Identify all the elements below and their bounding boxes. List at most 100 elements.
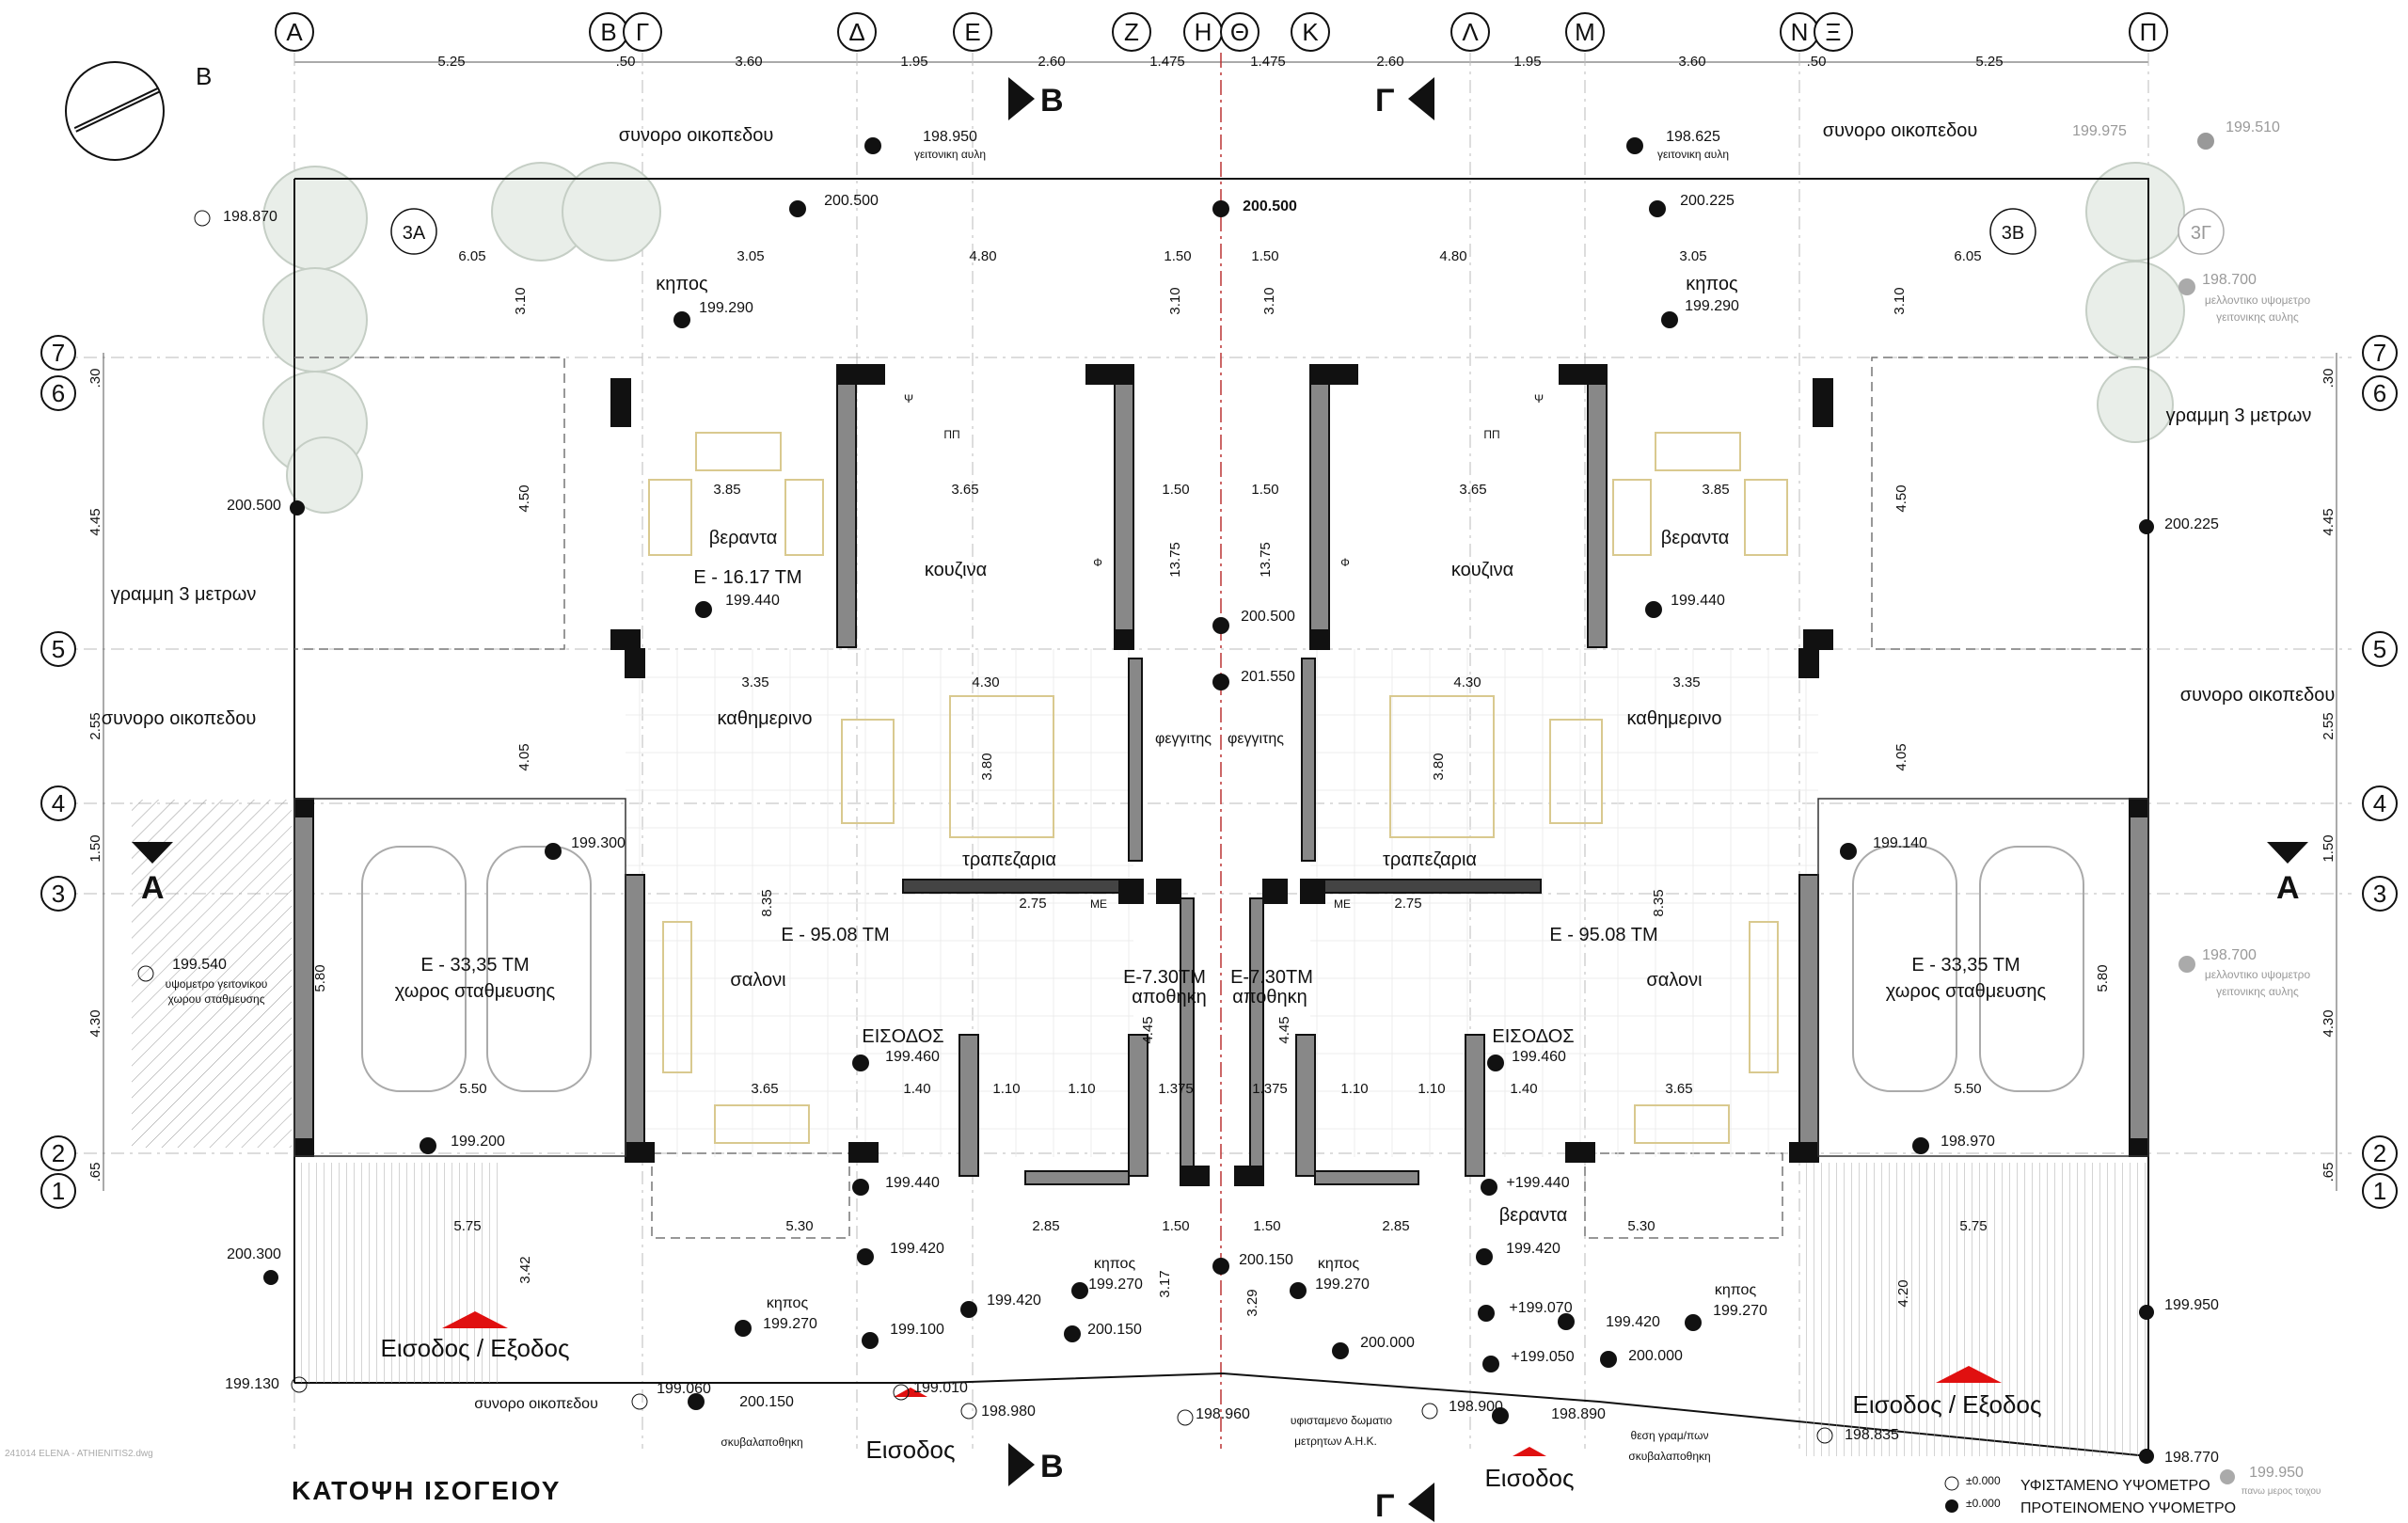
grid-row-label: 5: [2373, 635, 2386, 663]
level-value: 200.150: [739, 1394, 794, 1410]
dim-label: 8.35: [1651, 889, 1667, 916]
entry-exit-label: Εισοδος / Εξοδος: [381, 1334, 570, 1362]
level-value: 199.460: [885, 1049, 940, 1065]
level-value: 199.420: [987, 1293, 1041, 1309]
dim-label: .50: [1807, 54, 1827, 70]
level-marker: 199.420: [1476, 1241, 1560, 1265]
level-note: υψομετρο γειτονικου: [166, 977, 268, 991]
room-living: καθημερινο: [718, 708, 813, 729]
level-marker: 198.970: [1912, 1134, 1995, 1154]
room-garden: κηπος: [1715, 1282, 1757, 1298]
dim-label: 4.20: [1895, 1279, 1911, 1307]
level-marker: 200.000: [1332, 1335, 1415, 1359]
dim-label: 5.50: [459, 1081, 486, 1097]
room-kitchen: κουζινα: [1451, 560, 1513, 580]
level-value: 200.300: [227, 1246, 281, 1262]
dim-label: 13.75: [1167, 542, 1183, 578]
grid-row-label: 6: [2373, 379, 2386, 407]
dim-label: 6.05: [458, 248, 485, 264]
level-value: 199.060: [657, 1381, 711, 1397]
grid-col-bubble: Β: [589, 12, 628, 52]
grid-col-bubble: Ξ: [1814, 12, 1853, 52]
dim-label: 4.05: [516, 743, 532, 770]
dim-label: 2.60: [1038, 54, 1065, 70]
level-marker: 200.300: [227, 1246, 281, 1285]
level-value: 198.700: [2202, 947, 2257, 963]
boundary-label: συνορο οικοπεδου: [474, 1396, 598, 1412]
level-value: 199.300: [571, 835, 626, 851]
level-value: 199.440: [1671, 593, 1725, 609]
dim-label: 2.55: [87, 712, 103, 739]
level-marker: 200.225: [2139, 516, 2219, 534]
level-value: 199.440: [885, 1175, 940, 1191]
dim-label: 3.85: [1702, 482, 1729, 498]
level-marker: 199.510: [2197, 119, 2280, 150]
area-storage: Ε-7.30ΤΜ: [1230, 967, 1313, 988]
area-parking: Ε - 33,35 ΤΜ: [420, 955, 529, 976]
grid-row-bubble: 6: [2362, 375, 2398, 411]
column: [294, 1138, 313, 1157]
room-garden: κηπος: [1686, 274, 1738, 294]
grid-col-label: Β: [600, 18, 616, 46]
level-marker: 200.000: [1600, 1348, 1683, 1368]
level-value: 200.000: [1360, 1335, 1415, 1351]
level-value: 200.150: [1239, 1252, 1293, 1268]
grid-row-bubble: 5: [40, 631, 76, 667]
level-value: 198.870: [223, 209, 277, 225]
level-marker: 199.420: [1558, 1313, 1660, 1330]
level-marker: 200.500: [1212, 198, 1297, 217]
grid-row-bubble: 1: [40, 1173, 76, 1209]
grid-columns: Α Β Γ Δ Ε Ζ Η Θ Κ Λ Μ Ν Ξ Π: [275, 12, 2168, 52]
dim-label: 1.50: [1253, 1218, 1280, 1234]
dim-label: 3.85: [713, 482, 740, 498]
legend: ±0.000 ΥΦΙΣΤΑΜΕΝΟ ΥΨΟΜΕΤΡΟ ±0.000 ΠΡΟΤΕΙ…: [1944, 1474, 2236, 1516]
grid-row-bubble: 3: [2362, 876, 2398, 912]
grid-row-bubble: 2: [2362, 1135, 2398, 1171]
grid-row-label: 2: [52, 1139, 65, 1167]
legend-proposed: ΠΡΟΤΕΙΝΟΜΕΝΟ ΥΨΟΜΕΤΡΟ: [2020, 1500, 2236, 1516]
level-marker: 198.870: [194, 209, 277, 227]
grid-row-label: 2: [2373, 1139, 2386, 1167]
level-value: 199.420: [890, 1241, 944, 1257]
area-parking: Ε - 33,35 ΤΜ: [1911, 955, 2020, 976]
entry-label: Εισοδος: [865, 1436, 955, 1464]
left-floor-tiles: [626, 649, 1133, 1157]
note-bin: σκυβαλαποθηκη: [1628, 1450, 1710, 1463]
room-salon: σαλονι: [1646, 970, 1702, 991]
room-garden: κηπος: [767, 1295, 809, 1311]
dim-label: 1.50: [1251, 482, 1278, 498]
entry-exit-left: Εισοδος / Εξοδος: [381, 1311, 570, 1362]
level-marker: 200.500: [1212, 609, 1295, 634]
level-value: 200.500: [824, 193, 879, 209]
grid-col-bubble: Κ: [1291, 12, 1330, 52]
dim-label: 4.45: [1140, 1016, 1156, 1043]
dim-label: 5.80: [312, 964, 328, 992]
level-marker: 200.150: [1064, 1322, 1142, 1342]
fixture-me: ΜΕ: [1090, 897, 1107, 911]
grid-col-label: Π: [2140, 18, 2158, 46]
dim-label: 3.80: [979, 753, 995, 780]
grid-col-bubble: Ν: [1780, 12, 1819, 52]
level-marker: 198.770: [2139, 1449, 2219, 1466]
level-marker: 199.270: [735, 1316, 817, 1337]
room-garden: κηπος: [1094, 1256, 1136, 1272]
right-parking-outline: [1817, 798, 2149, 1157]
level-marker: 200.500: [789, 193, 879, 217]
level-marker: 199.420: [960, 1293, 1041, 1318]
dim-label: 3.17: [1157, 1270, 1173, 1297]
dim-label: .30: [87, 369, 103, 389]
dim-label: 4.45: [2321, 508, 2337, 535]
dim-label: 2.75: [1394, 896, 1421, 912]
level-value: 198.960: [1196, 1406, 1250, 1422]
grid-row-label: 7: [52, 339, 65, 367]
grid-row-label: 3: [2373, 880, 2386, 908]
dim-label: 5.25: [437, 54, 465, 70]
dim-label: 4.30: [87, 1009, 103, 1037]
level-value: +199.070: [1509, 1300, 1572, 1316]
unit-label-right: 3Β: [1989, 208, 2036, 255]
dim-label: 4.45: [87, 508, 103, 535]
dim-label: 8.35: [759, 889, 775, 916]
level-note: μελλοντικο υψομετρο: [2205, 968, 2311, 981]
